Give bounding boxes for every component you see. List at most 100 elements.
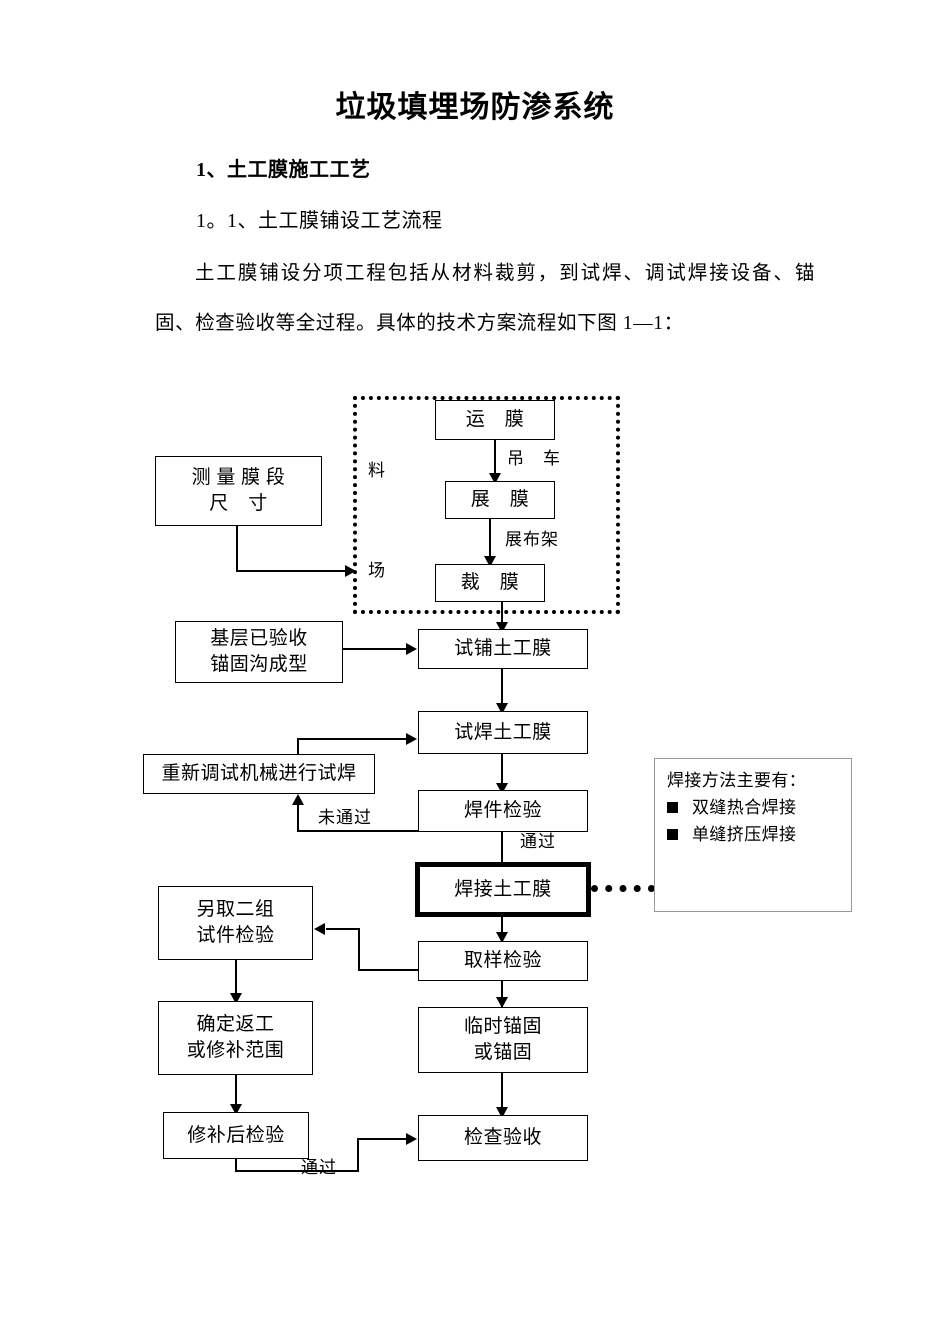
arrowhead-fail-to-readjust	[292, 794, 304, 805]
node-temp-anchor: 临时锚固 或锚固	[418, 1007, 588, 1073]
arrowhead-readjust-to-trial-weld	[406, 733, 417, 745]
node-trial-weld: 试焊土工膜	[418, 711, 588, 754]
node-base-accepted: 基层已验收 锚固沟成型	[175, 621, 343, 683]
note-item-2: 单缝挤压焊接	[692, 825, 797, 844]
edge-label-pass-weld: 通过	[520, 832, 556, 851]
arrowhead-sampling-to-second	[314, 923, 325, 935]
bullet-square-icon	[667, 829, 678, 840]
node-second-group-test-line1: 另取二组	[196, 899, 275, 920]
edge-measure-down	[236, 526, 238, 572]
node-trial-lay-label: 试铺土工膜	[454, 638, 552, 659]
node-final-acceptance: 检查验收	[418, 1115, 588, 1161]
page-title: 垃圾填埋场防渗系统	[335, 90, 615, 125]
arrowhead-cut-to-trial-lay	[496, 622, 508, 633]
edge-spread-to-cut	[489, 519, 491, 561]
node-measure-film-size-line1: 测 量 膜 段	[191, 467, 286, 488]
edge-sampling-to-second	[326, 928, 360, 930]
edge-label-pass-repair: 通过	[301, 1158, 337, 1177]
node-measure-film-size: 测 量 膜 段 尺 寸	[155, 456, 322, 526]
node-readjust-machine: 重新调试机械进行试焊	[143, 754, 375, 794]
node-transport-film-label: 运 膜	[465, 409, 525, 430]
arrowhead-weld-to-sampling	[496, 932, 508, 943]
node-final-acceptance-label: 检查验收	[463, 1127, 542, 1148]
edge-sampling-up	[358, 928, 360, 971]
arrowhead-sampling-to-anchor	[496, 997, 508, 1008]
edge-readjust-up	[297, 738, 299, 755]
node-second-group-test-line2: 试件检验	[196, 925, 275, 946]
node-base-accepted-line2: 锚固沟成型	[210, 654, 308, 675]
edge-label-spread-rack: 展布架	[505, 530, 559, 549]
edge-anchor-to-acceptance	[501, 1073, 503, 1115]
node-weld-inspect: 焊件检验	[418, 790, 588, 832]
note-box-welding-methods: 焊接方法主要有： 双缝热合焊接 单缝挤压焊接	[654, 758, 852, 912]
note-item-1: 双缝热合焊接	[692, 798, 797, 817]
dotted-connector-to-note	[591, 885, 655, 892]
edge-label-fail: 未通过	[318, 808, 372, 827]
section-heading-1: 1、土工膜施工工艺	[196, 159, 371, 181]
node-rework-scope: 确定返工 或修补范围	[158, 1001, 313, 1075]
arrowhead-postrepair-to-acceptance	[406, 1133, 417, 1145]
edge-trial-lay-to-trial-weld	[501, 669, 503, 709]
note-item-row-2: 单缝挤压焊接	[667, 821, 841, 848]
arrowhead-measure-to-yard	[345, 565, 356, 577]
edge-second-to-rework	[235, 960, 237, 1000]
edge-cut-to-trial-lay	[501, 602, 503, 629]
group-label-material: 料	[368, 461, 386, 480]
arrowhead-trial-lay-to-trial-weld	[496, 703, 508, 714]
edge-rework-to-postrepair	[235, 1075, 237, 1111]
edge-sampling-to-anchor	[501, 981, 503, 1007]
node-transport-film: 运 膜	[435, 400, 555, 440]
arrowhead-rework-to-postrepair	[230, 1104, 242, 1115]
node-trial-weld-label: 试焊土工膜	[454, 721, 552, 743]
edge-fail-up	[297, 805, 299, 830]
node-cut-film: 裁 膜	[435, 564, 545, 602]
arrowhead-second-to-rework	[230, 993, 242, 1004]
node-spread-film: 展 膜	[445, 481, 555, 519]
node-sampling-inspect-label: 取样检验	[463, 950, 542, 971]
edge-weld-inspect-pass	[501, 832, 503, 870]
arrowhead-transport-to-spread	[489, 473, 501, 484]
note-item-row-1: 双缝热合焊接	[667, 794, 841, 821]
edge-postrepair-right	[235, 1170, 359, 1172]
group-box-material-yard	[353, 396, 620, 614]
node-sampling-inspect: 取样检验	[418, 941, 588, 981]
edge-trial-weld-to-inspect	[501, 754, 503, 789]
edge-measure-right	[236, 570, 348, 572]
node-base-accepted-line1: 基层已验收	[210, 628, 308, 649]
node-post-repair-inspect-label: 修补后检验	[187, 1124, 285, 1146]
body-paragraph: 土工膜铺设分项工程包括从材料裁剪，到试焊、调试焊接设备、锚固、检查验收等全过程。…	[155, 263, 815, 334]
node-weld-film-label: 焊接土工膜	[454, 878, 552, 900]
note-title-row: 焊接方法主要有：	[667, 767, 841, 794]
edge-postrepair-up	[357, 1138, 359, 1171]
edge-weld-to-sampling	[501, 917, 503, 941]
edge-fail-left	[297, 830, 420, 832]
node-trial-lay: 试铺土工膜	[418, 629, 588, 669]
node-weld-inspect-label: 焊件检验	[463, 800, 542, 821]
edge-postrepair-to-acceptance	[357, 1138, 410, 1140]
node-rework-scope-line2: 或修补范围	[186, 1040, 285, 1061]
edge-base-to-trial-lay	[343, 648, 409, 650]
node-post-repair-inspect: 修补后检验	[163, 1112, 309, 1159]
edge-transport-to-spread	[494, 440, 496, 478]
note-title: 焊接方法主要有：	[667, 771, 807, 790]
node-cut-film-label: 裁 膜	[460, 572, 520, 593]
node-weld-film: 焊接土工膜	[415, 862, 591, 917]
arrowhead-anchor-to-acceptance	[496, 1107, 508, 1118]
edge-readjust-right	[297, 738, 409, 740]
section-heading-2: 1。1、土工膜铺设工艺流程	[196, 210, 443, 232]
edge-label-crane: 吊 车	[507, 449, 561, 468]
arrowhead-base-to-trial-lay	[406, 643, 417, 655]
node-readjust-machine-label: 重新调试机械进行试焊	[161, 763, 357, 784]
edge-postrepair-down	[235, 1159, 237, 1172]
node-temp-anchor-line1: 临时锚固	[463, 1016, 542, 1037]
edge-sampling-left	[358, 969, 420, 971]
node-spread-film-label: 展 膜	[470, 489, 530, 510]
arrowhead-trial-weld-to-inspect	[496, 783, 508, 794]
group-label-yard: 场	[368, 561, 386, 580]
node-rework-scope-line1: 确定返工	[196, 1014, 275, 1035]
arrowhead-spread-to-cut	[484, 556, 496, 567]
node-second-group-test: 另取二组 试件检验	[158, 886, 313, 960]
node-temp-anchor-line2: 或锚固	[473, 1042, 533, 1063]
